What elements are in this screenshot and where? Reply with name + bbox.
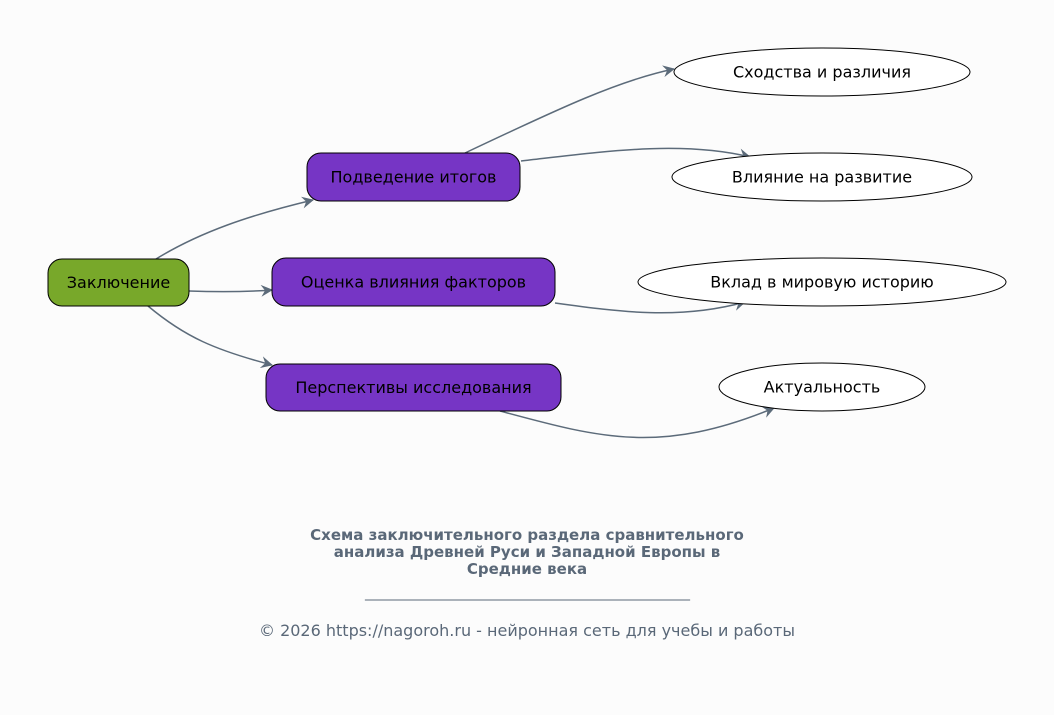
edge-summary-similarities bbox=[464, 65, 675, 154]
node-root[interactable]: Заключение bbox=[47, 258, 190, 307]
edge-root-factors bbox=[188, 284, 273, 297]
divider: ________________________________________… bbox=[365, 585, 690, 601]
node-relevance[interactable]: Актуальность bbox=[718, 362, 926, 412]
node-prospects-label: Перспективы исследования bbox=[295, 378, 531, 397]
edge-factors-contribution bbox=[554, 299, 746, 314]
node-summary[interactable]: Подведение итогов bbox=[306, 152, 521, 202]
edge-root-prospects bbox=[147, 305, 273, 369]
node-summary-label: Подведение итогов bbox=[331, 168, 497, 187]
edge-summary-influence bbox=[520, 147, 751, 162]
title-line: Средние века bbox=[466, 560, 588, 578]
node-similarities-label: Сходства и различия bbox=[733, 63, 911, 82]
edge-prospects-relevance bbox=[499, 406, 775, 439]
node-relevance-label: Актуальность bbox=[764, 378, 881, 397]
copyright: © 2026 https://nagoroh.ru - нейронная се… bbox=[258, 621, 795, 640]
title-line: анализа Древней Руси и Западной Европы в bbox=[333, 543, 721, 561]
node-similarities[interactable]: Сходства и различия bbox=[673, 47, 971, 97]
title-line: Схема заключительного раздела сравнитель… bbox=[310, 526, 744, 544]
edge-root-summary bbox=[155, 196, 314, 260]
diagram-title: Схема заключительного раздела сравнитель… bbox=[0, 527, 1054, 578]
node-factors[interactable]: Оценка влияния факторов bbox=[271, 257, 556, 307]
node-factors-label: Оценка влияния факторов bbox=[301, 273, 526, 292]
node-influence[interactable]: Влияние на развитие bbox=[671, 152, 973, 202]
node-contribution-label: Вклад в мировую историю bbox=[710, 273, 934, 292]
node-root-label: Заключение bbox=[67, 273, 170, 292]
node-prospects[interactable]: Перспективы исследования bbox=[265, 363, 562, 412]
node-contribution[interactable]: Вклад в мировую историю bbox=[637, 257, 1007, 307]
node-influence-label: Влияние на развитие bbox=[732, 168, 912, 187]
